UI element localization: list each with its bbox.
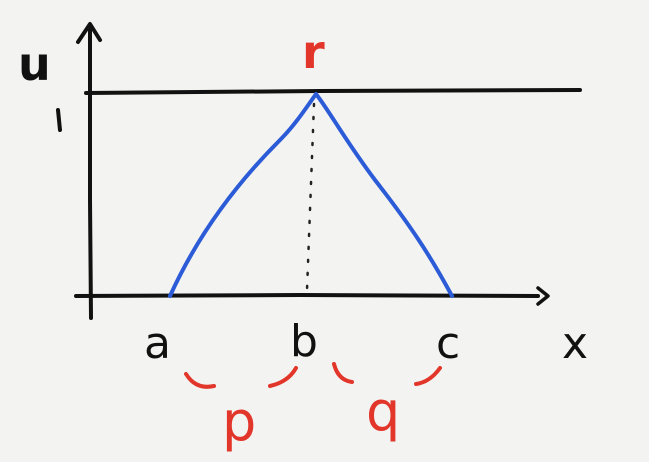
peak-projection-dotted-line bbox=[305, 102, 316, 292]
x-axis-arrowhead bbox=[536, 286, 550, 306]
interval-p-label: p bbox=[222, 390, 256, 453]
x-axis-label: x bbox=[562, 318, 588, 369]
level-one-line bbox=[84, 88, 582, 95]
interval-q-label: q bbox=[366, 380, 400, 443]
point-a-label: a bbox=[144, 318, 171, 369]
interval-p-bracket-right bbox=[268, 366, 298, 388]
peak-label: r bbox=[302, 25, 325, 79]
interval-p-bracket-left bbox=[184, 372, 216, 389]
interval-q-bracket-right bbox=[414, 366, 442, 386]
point-c-label: c bbox=[436, 318, 460, 369]
x-axis bbox=[74, 292, 540, 298]
y-axis bbox=[88, 26, 93, 320]
y-axis-label: u bbox=[18, 37, 51, 91]
triangular-membership-curve bbox=[168, 92, 454, 298]
interval-q-bracket-left bbox=[332, 362, 354, 384]
point-b-label: b bbox=[290, 316, 318, 367]
y-axis-arrowhead bbox=[76, 22, 102, 44]
level-one-tick-mark bbox=[56, 108, 62, 132]
